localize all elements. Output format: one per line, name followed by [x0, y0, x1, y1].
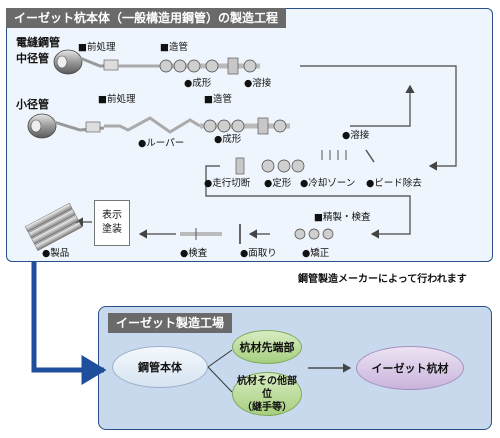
connector-row1 [300, 65, 457, 171]
link-body-tip [207, 349, 233, 368]
medium-pipe-label: 中径管 [16, 52, 49, 65]
row1-welding: ●溶接 [244, 78, 272, 89]
process-title: イーゼット杭本体（一般構造用鋼管）の製造工程 [6, 8, 287, 28]
row2-shaping: ●成形 [214, 134, 242, 145]
coating-label: 塗装 [102, 224, 122, 235]
row1-forming: ■造管 [160, 42, 188, 53]
row3-bead-removal: ●ビード除去 [366, 178, 422, 189]
connector-row3 [205, 165, 411, 239]
row4-chamfer: ●面取り [240, 248, 277, 259]
factory-title: イーゼット製造工場 [108, 313, 233, 333]
row3-sizing: ●定形 [264, 178, 292, 189]
row2-line [27, 113, 330, 139]
row1-line [53, 49, 300, 75]
row4-finishing: ■精製・検査 [314, 212, 371, 223]
row4-inspection: ●検査 [180, 248, 208, 259]
display-coating-box: 表示 塗装 [94, 200, 130, 246]
row1-preprocess: ■前処理 [78, 42, 116, 53]
row3-line [235, 149, 420, 175]
row4-product: ●製品 [42, 248, 70, 259]
ez-pile-node: イーゼット杭材 [356, 346, 464, 390]
pile-tip-node: 杭材先端部 [232, 330, 302, 364]
manufacturing-process-panel [6, 8, 493, 262]
small-pipe-label: 小径管 [16, 98, 49, 111]
pile-other-parts-node: 杭材その他部位 （継手等） [232, 372, 302, 416]
row2-looper: ●ルーパー [138, 138, 185, 149]
pipe-bundle [24, 202, 83, 251]
row2-preprocess: ■前処理 [98, 94, 136, 105]
manufacturer-note: 鋼管製造メーカーによって行われます [298, 274, 467, 285]
connector-row2 [350, 84, 415, 127]
to-factory-arrow [31, 262, 107, 385]
row4-line [24, 202, 368, 251]
pipe-body-node: 鋼管本体 [112, 346, 208, 388]
preprocess-machine-1 [103, 59, 119, 71]
looper-track [104, 116, 201, 134]
row4-straightening: ●矯正 [302, 248, 330, 259]
row3-cooling: ●冷却ゾーン [300, 178, 356, 189]
row2-welding: ●溶接 [342, 130, 370, 141]
display-label: 表示 [102, 210, 122, 221]
row2-forming: ■造管 [204, 94, 232, 105]
row1-shaping: ●成形 [184, 78, 212, 89]
erw-label: 電縫鋼管 [16, 36, 60, 49]
preprocess-machine-2 [85, 121, 101, 133]
row3-cutting: ●走行切断 [204, 178, 251, 189]
link-body-other [207, 366, 233, 393]
